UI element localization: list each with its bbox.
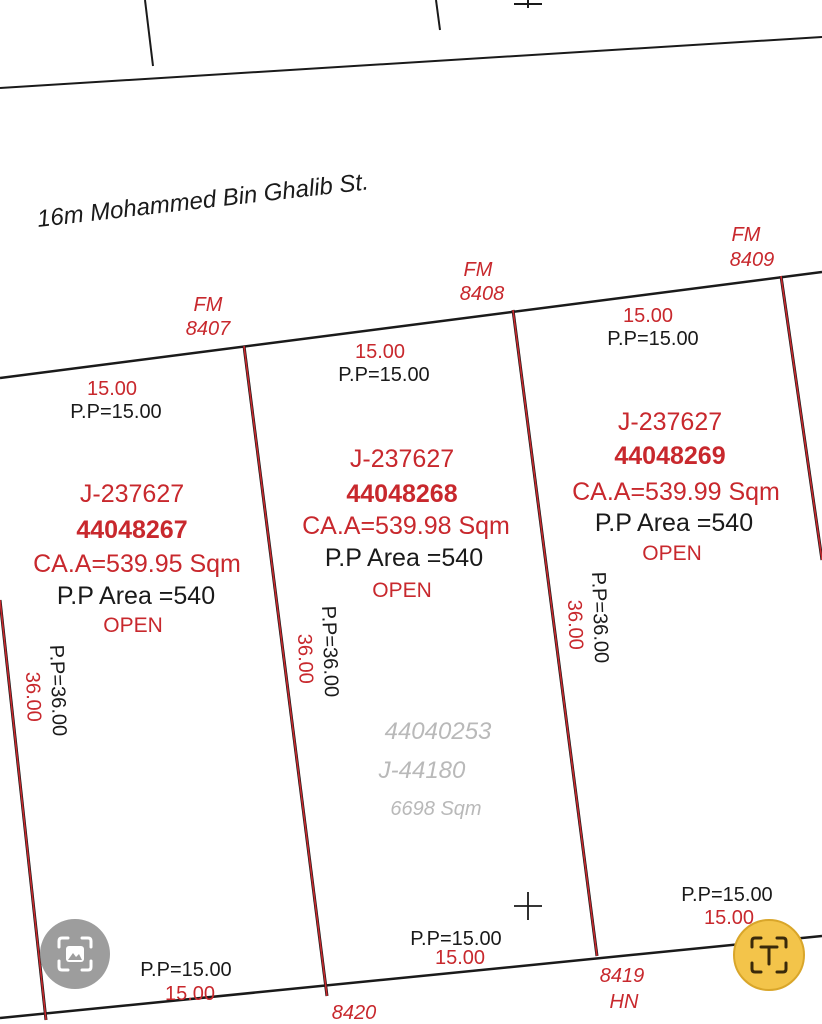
front-pp: P.P=15.00 <box>338 364 429 386</box>
fm-number: 8409 <box>730 249 775 271</box>
fm-label: FM <box>464 259 493 281</box>
back-pp: P.P=15.00 <box>140 959 231 981</box>
plot-44048267: 15.00 P.P=15.00 J-237627 44048267 CA.A=5… <box>21 378 241 1005</box>
bottom-markers: 8420 8419 HN <box>332 965 645 1024</box>
street-name: 16m Mohammed Bin Ghalib St. <box>36 168 370 233</box>
fm-number: 8407 <box>186 318 231 340</box>
side-length: 36.00 <box>21 671 45 722</box>
plot-boundaries <box>0 275 822 1021</box>
plot-ref: J-237627 <box>350 445 454 473</box>
front-length: 15.00 <box>87 378 137 400</box>
fm-label: FM <box>732 224 761 246</box>
calculated-area: CA.A=539.98 Sqm <box>302 512 510 540</box>
plot-id: 44048269 <box>614 442 725 470</box>
side-pp: P.P=36.00 <box>45 644 70 736</box>
marker-suffix: HN <box>610 991 639 1013</box>
parent-plot-ref: J-44180 <box>378 757 466 784</box>
rear-boundary-line <box>0 934 822 1020</box>
plot-status: OPEN <box>372 579 432 602</box>
survey-cross-icon <box>514 892 542 920</box>
side-pp: P.P=36.00 <box>587 571 612 663</box>
pp-area: P.P Area =540 <box>325 544 483 572</box>
front-length: 15.00 <box>355 341 405 363</box>
fm-label: FM <box>194 294 223 316</box>
parent-plot: 44040253 J-44180 6698 Sqm <box>378 718 492 820</box>
plot-44048268: 15.00 P.P=15.00 J-237627 44048268 CA.A=5… <box>293 341 510 969</box>
pp-area: P.P Area =540 <box>57 582 215 610</box>
front-pp: P.P=15.00 <box>607 328 698 350</box>
parent-plot-id: 44040253 <box>385 718 492 745</box>
plot-44048269: 15.00 P.P=15.00 J-237627 44048269 CA.A=5… <box>563 305 780 929</box>
text-select-button[interactable] <box>733 919 805 991</box>
back-length: 15.00 <box>435 947 485 969</box>
plot-status: OPEN <box>642 542 702 565</box>
plot-id: 44048267 <box>76 516 187 544</box>
marker-number: 8420 <box>332 1002 377 1024</box>
calculated-area: CA.A=539.95 Sqm <box>33 550 241 578</box>
plot-status: OPEN <box>103 614 163 637</box>
road-front-line <box>0 270 822 380</box>
parent-plot-area: 6698 Sqm <box>390 798 481 820</box>
marker-number: 8419 <box>600 965 645 987</box>
side-length: 36.00 <box>293 633 317 684</box>
top-parcel-lines <box>0 0 822 89</box>
side-length: 36.00 <box>563 599 587 650</box>
side-pp: P.P=36.00 <box>317 605 342 697</box>
text-select-icon <box>750 936 788 974</box>
back-length: 15.00 <box>165 983 215 1005</box>
pp-area: P.P Area =540 <box>595 509 753 537</box>
fm-number: 8408 <box>460 283 505 305</box>
calculated-area: CA.A=539.99 Sqm <box>572 478 780 506</box>
image-search-icon <box>57 936 93 972</box>
visual-search-button[interactable] <box>40 919 110 989</box>
back-pp: P.P=15.00 <box>681 884 772 906</box>
fm-markers: FM 8407 FM 8408 FM 8409 <box>186 224 775 340</box>
front-pp: P.P=15.00 <box>70 401 161 423</box>
plot-id: 44048268 <box>346 480 457 508</box>
back-pp: P.P=15.00 <box>410 928 501 950</box>
plot-ref: J-237627 <box>80 480 184 508</box>
plot-ref: J-237627 <box>618 408 722 436</box>
front-length: 15.00 <box>623 305 673 327</box>
back-length: 15.00 <box>704 907 754 929</box>
